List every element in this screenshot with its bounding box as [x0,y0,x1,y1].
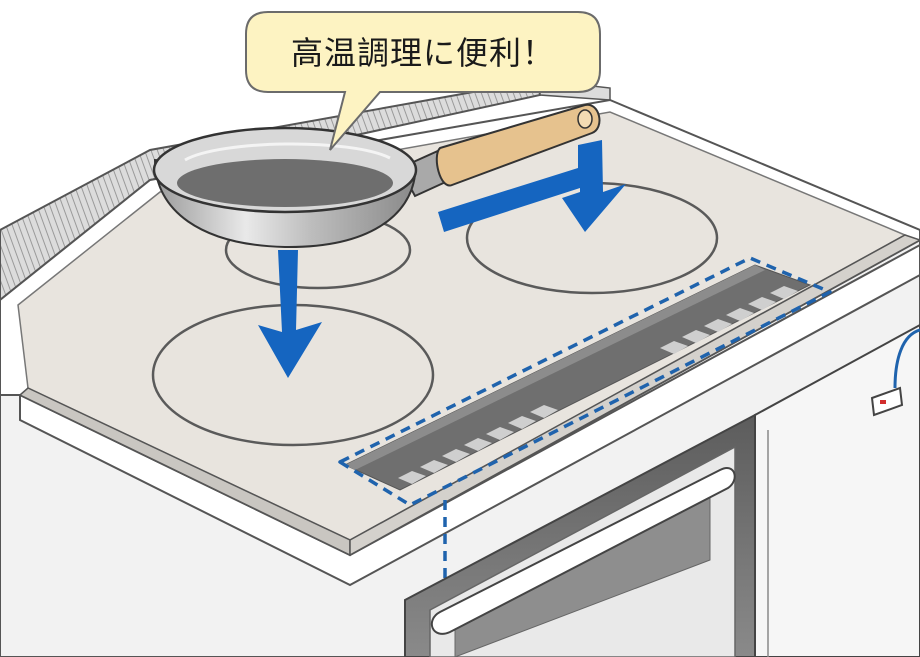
power-button [870,328,920,417]
arrow-down-left-icon [258,250,322,378]
drawer-handle [430,467,736,635]
drawer-front [404,323,920,657]
speech-bubble: 高温調理に便利！ [245,11,601,151]
arrow-down-right-icon [438,140,626,232]
frying-pan-icon [152,103,601,249]
control-panel-highlight [338,256,832,507]
callout-text: 高温調理に便利！ [291,34,555,72]
control-keys-right [660,286,798,354]
control-keys-left [398,405,558,484]
control-panel [338,256,832,657]
